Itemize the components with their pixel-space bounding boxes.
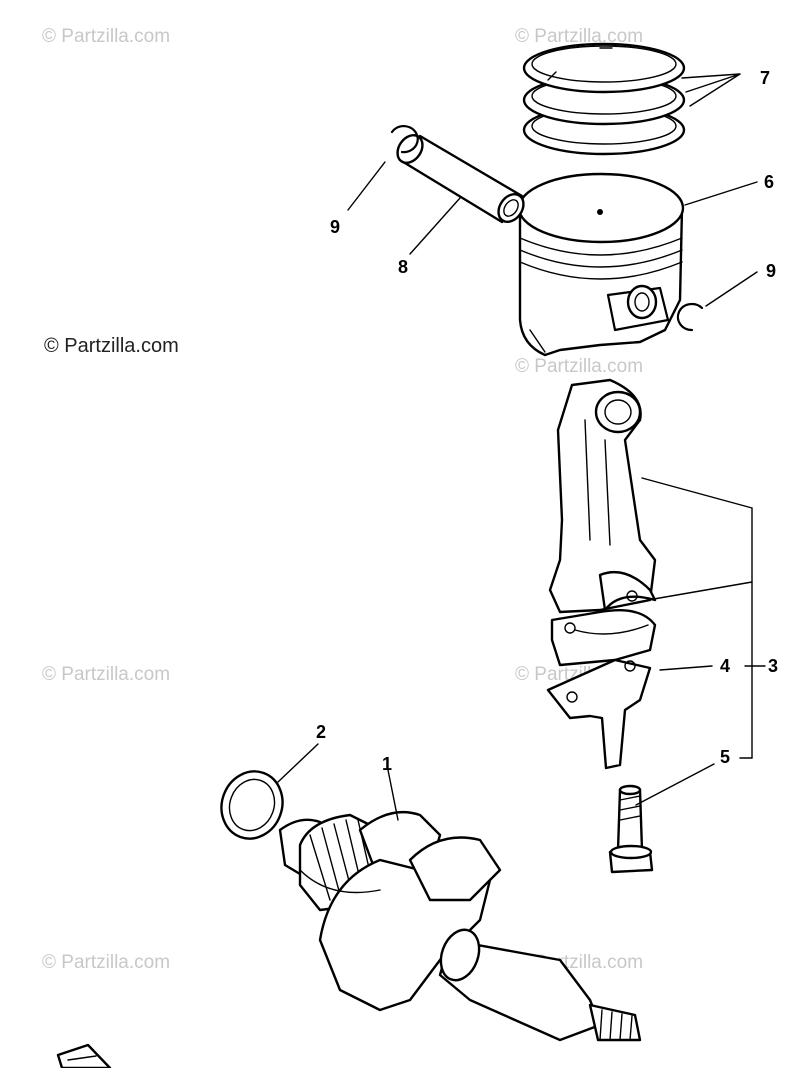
callout-9-right: 9 [766, 261, 776, 281]
callout-8: 8 [398, 257, 408, 277]
watermark-mid-right: © Partzilla.com [515, 356, 643, 377]
watermark-top-left: © Partzilla.com [42, 26, 170, 47]
callout-5: 5 [720, 747, 730, 767]
callout-7: 7 [760, 68, 770, 88]
callout-3: 3 [768, 656, 778, 676]
crankshaft-drawing [278, 811, 642, 1042]
lock-plate-drawing [546, 658, 652, 770]
callout-6: 6 [764, 172, 774, 192]
watermark-bottom-left: © Partzilla.com [42, 952, 170, 973]
piston-pin-drawing [396, 133, 525, 224]
bolt-drawing [608, 784, 654, 874]
connecting-rod-drawing [548, 378, 657, 667]
arrow-fragment [56, 1043, 112, 1070]
circlip-drawings [390, 125, 704, 332]
watermark-top-right: © Partzilla.com [515, 26, 643, 47]
watermark-lower-left: © Partzilla.com [42, 664, 170, 685]
watermark-main: © Partzilla.com [44, 335, 179, 357]
callout-2: 2 [316, 722, 326, 742]
callout-9-left: 9 [330, 217, 340, 237]
leader-lines [277, 73, 766, 821]
piston-drawing [517, 172, 685, 357]
callout-4: 4 [720, 656, 730, 676]
oil-seal-drawing [220, 770, 284, 840]
callout-1: 1 [382, 754, 392, 774]
callout-labels: 7 6 9 8 9 4 3 5 2 1 [316, 68, 778, 774]
piston-rings-drawing [522, 42, 686, 156]
